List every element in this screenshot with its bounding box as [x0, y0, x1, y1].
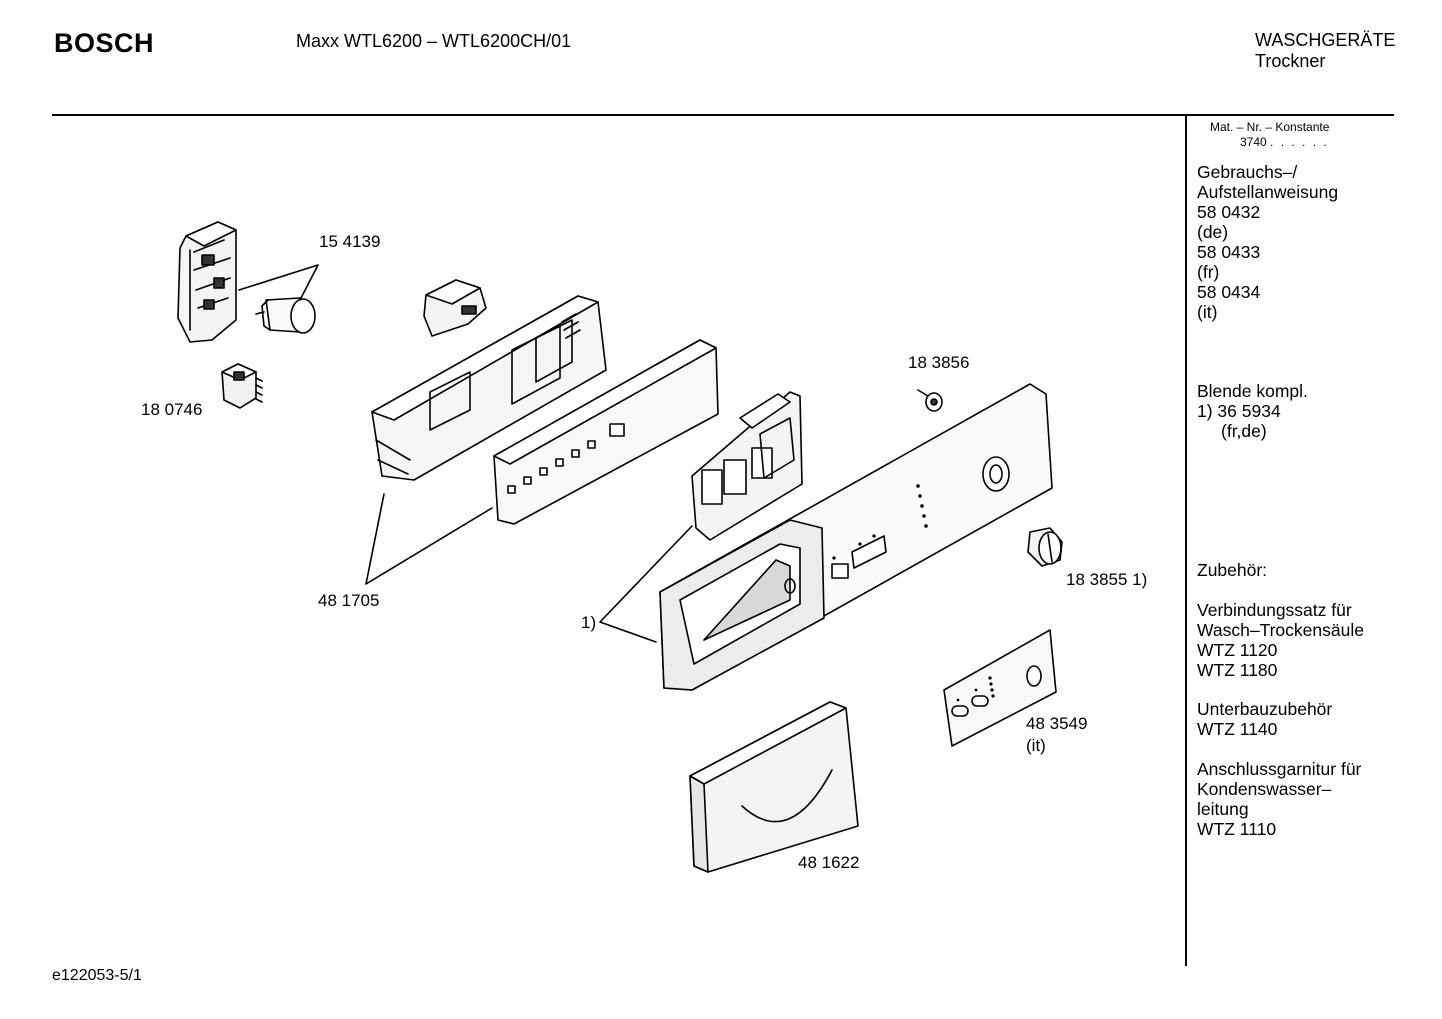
brand-logo: BOSCH — [54, 28, 155, 58]
manual-line: (fr) — [1197, 262, 1220, 282]
accessory-line: WTZ 1110 — [1197, 819, 1277, 839]
manual-line: 58 0432 — [1197, 202, 1261, 222]
part-switch-insert — [424, 280, 486, 336]
accessory-block-3: Anschlussgarnitur für Kondenswasser– lei… — [1197, 759, 1361, 839]
sidebar-divider — [1185, 116, 1187, 966]
accessory-line: WTZ 1120 — [1197, 640, 1278, 660]
manual-line: (de) — [1197, 222, 1229, 242]
part-control-frame — [372, 296, 606, 480]
part-button-carrier — [692, 392, 802, 540]
part-switch-bracket — [178, 222, 236, 342]
part-panel-foil — [944, 630, 1056, 746]
mat-no-value: 3740 — [1240, 135, 1267, 149]
accessory-block-1: Verbindungssatz für Wasch–Trockensäule W… — [1197, 600, 1364, 680]
manual-line: Gebrauchs–/ — [1197, 162, 1298, 182]
part-pcb-board — [494, 340, 718, 524]
category: WASCHGERÄTE Trockner — [1255, 30, 1395, 72]
manual-line: Aufstellanweisung — [1197, 182, 1339, 202]
callout-483549: 48 3549 — [1026, 714, 1088, 733]
part-filter — [222, 364, 262, 408]
accessory-line: Anschlussgarnitur für — [1197, 759, 1362, 779]
accessory-line: Verbindungssatz für — [1197, 600, 1352, 620]
blende-block: Blende kompl. 1) 36 5934 (fr,de) — [1197, 381, 1308, 441]
leader-481705 — [366, 494, 492, 584]
exploded-view-diagram — [0, 0, 1180, 1000]
model-title: Maxx WTL6200 – WTL6200CH/01 — [296, 31, 572, 51]
mat-no-block: Mat. – Nr. – Konstante 3740 . . . . . . — [1210, 120, 1329, 150]
callout-481705: 48 1705 — [318, 591, 380, 610]
drawing-code: e122053-5/1 — [52, 967, 142, 984]
accessory-line: Kondenswasser– — [1197, 779, 1332, 799]
mat-no-dots: . . . . . . — [1270, 135, 1329, 149]
leader-154139 — [239, 265, 318, 300]
part-drawer-front — [690, 702, 858, 872]
part-knob — [1028, 528, 1062, 566]
blende-line: Blende kompl. — [1197, 381, 1308, 401]
manual-line: 58 0434 — [1197, 282, 1261, 302]
blende-line: 1) 36 5934 — [1197, 401, 1281, 421]
mat-no-value-row: 3740 . . . . . . — [1210, 135, 1329, 150]
callout-483549-note: (it) — [1026, 736, 1046, 755]
callout-1: 1) — [581, 613, 597, 632]
callout-183856: 18 3856 — [908, 353, 970, 372]
mat-no-label: Mat. – Nr. – Konstante — [1210, 120, 1330, 134]
callout-154139: 15 4139 — [319, 232, 381, 251]
callout-481622: 48 1622 — [798, 853, 860, 872]
part-control-panel — [660, 384, 1052, 690]
category-line-1: WASCHGERÄTE — [1255, 30, 1396, 50]
accessory-line: Unterbauzubehör — [1197, 699, 1333, 719]
part-knob-axle — [918, 390, 942, 411]
accessory-line: Wasch–Trockensäule — [1197, 620, 1364, 640]
accessory-line: leitung — [1197, 799, 1249, 819]
header-rule — [52, 114, 1394, 116]
callout-180746: 18 0746 — [141, 400, 203, 419]
part-capacitor — [256, 298, 315, 333]
callout-183855: 18 3855 1) — [1066, 570, 1148, 589]
manual-line: (it) — [1197, 302, 1218, 322]
manual-block: Gebrauchs–/ Aufstellanweisung 58 0432 (d… — [1197, 162, 1338, 322]
accessory-block-2: Unterbauzubehör WTZ 1140 — [1197, 699, 1332, 739]
accessory-line: WTZ 1140 — [1197, 719, 1278, 739]
manual-line: 58 0433 — [1197, 242, 1261, 262]
leader-1 — [600, 526, 692, 642]
accessories-heading: Zubehör: — [1197, 560, 1268, 580]
blende-line: (fr,de) — [1221, 421, 1267, 441]
accessory-line: WTZ 1180 — [1197, 660, 1278, 680]
category-line-2: Trockner — [1255, 51, 1326, 71]
